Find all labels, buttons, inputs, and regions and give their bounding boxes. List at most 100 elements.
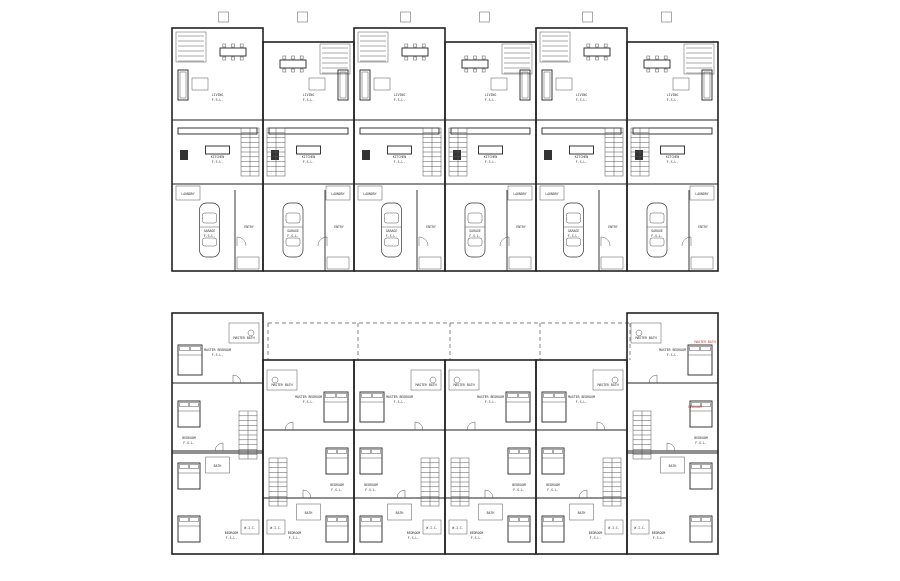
patio [539,31,571,63]
flooring-label: F.S.L. [576,98,588,102]
dining-table [279,55,307,73]
kitchen-counter [450,127,531,135]
room-label: GARAGE [287,229,299,233]
room-label: LAUNDRY [513,192,527,196]
refrigerator [271,150,279,160]
walk-in-closet [604,519,624,535]
ground-unit: LIVINGF.S.L.KITCHENF.S.L.LAUNDRYGARAGEF.… [626,11,719,272]
door-swing [578,489,588,499]
room-label: BEDROOM [694,436,708,440]
flooring-label: F.S.L. [568,234,580,238]
kitchen-island [478,145,503,155]
kitchen-island [205,145,230,155]
walk-in-closet [240,519,260,535]
bed [541,515,565,543]
flooring-label: F.S.L. [590,536,602,540]
dining-table [401,43,429,61]
flooring-label: F.S.L. [394,98,406,102]
laundry [507,185,533,201]
room-label: KITCHEN [302,155,316,159]
bed [689,515,713,543]
flooring-label: F.S.L. [331,488,343,492]
room-label: LAUNDRY [331,192,345,196]
meter-box [582,11,593,23]
coffee-table [191,77,209,91]
meter-box [218,11,229,23]
ground-unit: LIVINGF.S.L.KITCHENF.S.L.LAUNDRYGARAGEF.… [535,11,628,272]
patio [501,43,533,75]
flooring-label: F.S.L. [183,441,195,445]
entry-porch [418,256,442,270]
flooring-label: F.S.L. [303,400,315,404]
car-icon [199,202,220,258]
kitchen-counter [632,127,713,135]
car-icon [381,202,402,258]
walk-in-closet [448,519,468,535]
door-swing [499,236,510,247]
room-label: GARAGE [204,229,216,233]
room-label: BEDROOM [407,531,421,535]
car-icon [464,202,486,258]
bed [177,344,203,376]
unit-wall [262,359,355,555]
bed [359,515,383,543]
flooring-label: F.S.L. [212,98,224,102]
refrigerator [635,150,643,160]
bed [541,447,565,475]
bed [687,344,713,376]
stair [240,127,260,177]
kitchen-island [660,145,685,155]
patio [683,43,715,75]
room-label: W.I.C. [608,526,620,530]
room-label: MASTER BEDROOM [386,395,413,399]
flooring-label: F.S.L. [212,353,224,357]
bed [507,515,531,543]
entry-porch [508,256,532,270]
room-label: BEDROOM [546,483,560,487]
flooring-label: F.S.L. [547,488,559,492]
door-swing [284,421,294,431]
stair [420,457,440,507]
door-swing [484,489,494,499]
entry-porch [326,256,350,270]
flooring-label: F.S.L. [212,160,224,164]
toilet [247,329,255,337]
coffee-table [308,77,326,91]
patio [357,31,389,63]
sofa [701,69,713,101]
bed [359,447,383,475]
room-label: MASTER BATH [453,383,474,387]
room-label: MASTER BATH [233,336,254,340]
flooring-label: F.S.L. [386,234,398,238]
room-label: BATH [305,511,313,515]
door-swing [236,236,247,247]
walk-in-closet [422,519,442,535]
toilet [453,376,461,384]
room-label: BATH [214,464,222,468]
room-label: ENTRY [516,225,526,229]
door-swing [681,236,692,247]
bath [387,503,412,521]
bed [507,447,531,475]
unit-wall [535,359,628,555]
accent-label: BEDROOM [688,405,702,409]
stair [630,127,650,177]
dining-table [583,43,611,61]
door-swing [302,489,312,499]
room-label: MASTER BATH [635,336,656,340]
door-swing [600,236,611,247]
flooring-label: F.S.L. [485,160,497,164]
room-label: BEDROOM [589,531,603,535]
stair [448,127,468,177]
meter-box [661,11,672,23]
bath [296,503,321,521]
entry-porch [690,256,714,270]
refrigerator [453,150,461,160]
flooring-label: F.S.L. [394,400,406,404]
room-label: BATH [396,511,404,515]
room-label: LAUNDRY [181,192,195,196]
stair [238,410,258,460]
stair [268,457,288,507]
stair [632,410,652,460]
